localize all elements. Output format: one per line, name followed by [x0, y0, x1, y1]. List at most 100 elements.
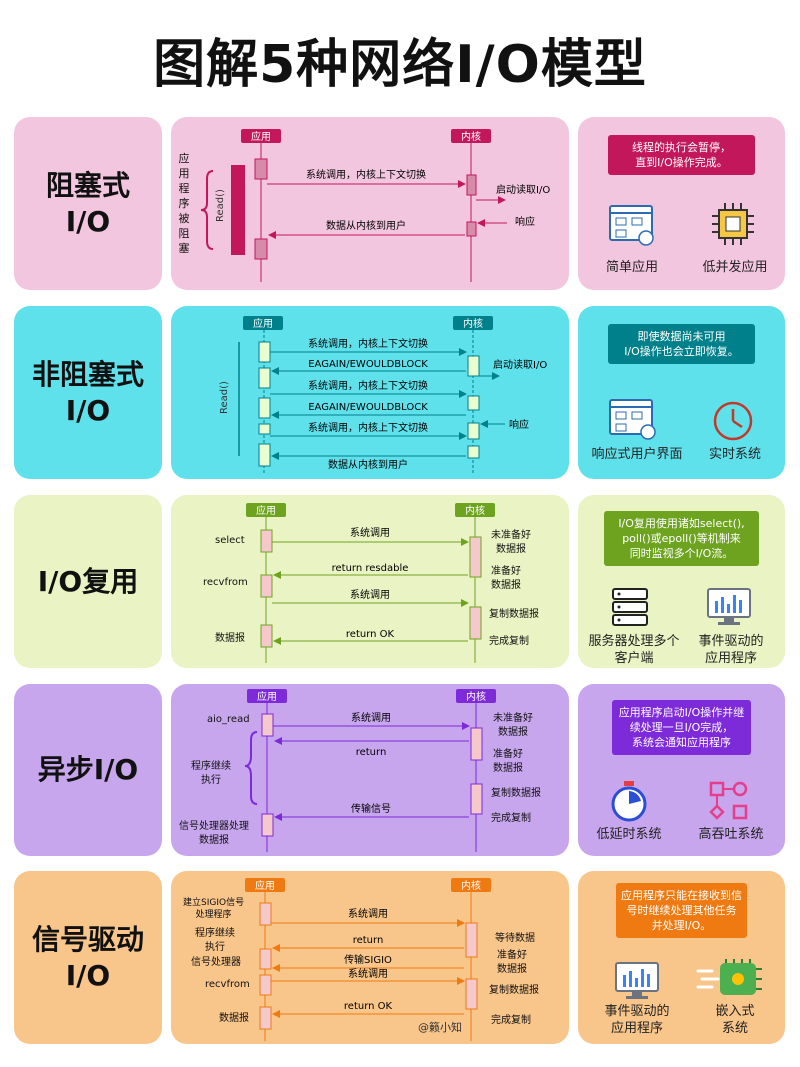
app-note: 程序继续 执行	[195, 928, 235, 953]
kernel-note: 复制数据报	[489, 985, 539, 996]
multiplex-sequence-diagram: 应用 内核 系统调用 return resdable 系统调用 return O…	[246, 503, 495, 663]
message-label: EAGAIN/EWOULDBLOCK	[308, 359, 428, 370]
kernel-note: 完成复制	[489, 636, 529, 647]
app-note: recvfrom	[205, 979, 250, 990]
kernel-note: 准备好 数据报	[493, 749, 523, 774]
model-label: 阻塞式 I/O	[45, 168, 130, 238]
info-note: 线程的执行会暂停， 直到I/O操作完成。	[608, 135, 755, 175]
signal-info-box: 应用程序只能在接收到信 号时继续处理其他任务 并处理I/O。 事件驱动的 应用程…	[578, 871, 785, 1044]
app-activation	[260, 529, 273, 553]
icon-caption: 简单应用	[605, 260, 658, 275]
app-activation	[258, 367, 271, 389]
kernel-note: 完成复制	[491, 1015, 531, 1026]
app-header	[246, 503, 286, 517]
continue-brace	[244, 731, 258, 805]
app-activation	[258, 443, 271, 467]
clock-icon	[713, 401, 753, 441]
app-header	[247, 689, 287, 703]
kernel-note: 未准备好 数据报	[491, 530, 531, 555]
message-label: 数据从内核到用户	[326, 219, 406, 232]
app-activation	[260, 624, 273, 648]
multiplex-label-box: I/O复用	[14, 495, 162, 668]
kernel-note: 未准备好 数据报	[493, 713, 533, 738]
page-title: 图解5种网络I/O模型	[153, 35, 647, 95]
message-label: return	[353, 935, 384, 946]
app-activation	[254, 238, 268, 260]
server-icon	[612, 588, 648, 626]
kernel-note: 响应	[515, 215, 535, 228]
message-label: 系统调用，内核上下文切换	[308, 337, 428, 350]
app-note: select	[215, 535, 245, 546]
app-header	[245, 878, 285, 892]
app-header-text: 应用	[256, 504, 276, 517]
message-label: 系统调用，内核上下文切换	[308, 379, 428, 392]
app-note: 建立SIGIO信号 处理程序	[183, 898, 245, 920]
message-label: 系统调用	[351, 711, 391, 724]
icon-caption: 事件驱动的 应用程序	[604, 1004, 670, 1036]
kernel-activation	[467, 355, 480, 377]
model-label: 信号驱动 I/O	[31, 922, 144, 992]
kernel-note: 启动读取I/O	[496, 183, 550, 196]
async-label-box: 异步I/O	[14, 684, 162, 856]
app-note: 信号处理器处理 数据报	[179, 821, 249, 846]
kernel-header	[456, 689, 496, 703]
app-activation	[261, 713, 274, 737]
app-activation	[259, 974, 272, 996]
app-header	[241, 129, 281, 143]
app-header-text: 应用	[255, 879, 275, 892]
kernel-activation	[467, 445, 480, 459]
model-label: 非阻塞式 I/O	[31, 357, 144, 427]
message-label: 系统调用	[350, 588, 390, 601]
kernel-activation	[467, 422, 480, 440]
kernel-note: 完成复制	[491, 813, 531, 824]
message-label: 系统调用	[350, 526, 390, 539]
async-sequence-diagram: 应用 内核 系统调用 return 传输信号	[244, 689, 496, 852]
icon-caption: 低并发应用	[702, 260, 768, 275]
app-activation	[261, 813, 274, 837]
kernel-note: 准备好 数据报	[497, 950, 527, 975]
kernel-activation	[467, 395, 480, 411]
read-label: Read()	[219, 381, 230, 414]
message-label: 系统调用，内核上下文切换	[308, 421, 428, 434]
app-header-text: 应用	[253, 317, 273, 330]
kernel-header-text: 内核	[461, 879, 481, 892]
app-activation	[259, 1006, 272, 1030]
kernel-activation	[470, 783, 483, 815]
app-note: 信号处理器	[191, 957, 241, 968]
kernel-activation	[466, 174, 477, 196]
kernel-note: 复制数据报	[489, 609, 539, 620]
model-label: I/O复用	[37, 564, 139, 598]
read-label: Read()	[215, 189, 226, 222]
blocked-brace	[200, 170, 214, 250]
watermark: @籁小知	[418, 1021, 462, 1034]
kernel-activation	[470, 727, 483, 761]
message-label: 系统调用	[348, 967, 388, 980]
message-label: return OK	[346, 629, 395, 640]
ui-window-icon	[609, 205, 654, 246]
message-label: 数据从内核到用户	[328, 458, 408, 471]
message-label: 系统调用	[348, 907, 388, 920]
info-note: 应用程序只能在接收到信 号时继续处理其他任务 并处理I/O。	[616, 883, 747, 938]
info-note: 应用程序启动I/O操作并继 续处理一旦I/O完成， 系统会通知应用程序	[612, 700, 751, 755]
message-label: EAGAIN/EWOULDBLOCK	[308, 402, 428, 413]
icon-caption: 嵌入式 系统	[715, 1004, 755, 1036]
model-label: 异步I/O	[37, 753, 139, 786]
kernel-note: 准备好 数据报	[491, 566, 521, 591]
kernel-header-text: 内核	[463, 317, 483, 330]
signal-sequence-diagram: 应用 内核 系统调用 return 传输SIGIO 系统调用 return OK	[245, 878, 491, 1041]
app-note: aio_read	[207, 714, 250, 725]
kernel-header	[455, 503, 495, 517]
message-label: 系统调用，内核上下文切换	[306, 168, 426, 181]
message-label: 传输信号	[351, 802, 391, 815]
info-note: 即使数据尚未可用 I/O操作也会立即恢复。	[608, 324, 755, 364]
icon-caption: 实时系统	[708, 447, 761, 462]
blocking-diagram-box: 应用 内核 Read() 系统调用，内核上下文切换 数据从内核到用户 启动读取I…	[171, 117, 569, 290]
embedded-chip-icon	[696, 959, 762, 995]
async-info-box: 应用程序启动I/O操作并继 续处理一旦I/O完成， 系统会通知应用程序 低延时系…	[578, 684, 785, 856]
app-header-text: 应用	[251, 130, 271, 143]
monitor-icon	[707, 588, 751, 625]
kernel-activation	[469, 536, 482, 578]
multiplex-diagram-box: 应用 内核 系统调用 return resdable 系统调用 return O…	[171, 495, 569, 668]
nonblocking-label-box: 非阻塞式 I/O	[14, 306, 162, 479]
signal-diagram-box: 应用 内核 系统调用 return 传输SIGIO 系统调用 return OK	[171, 871, 569, 1044]
